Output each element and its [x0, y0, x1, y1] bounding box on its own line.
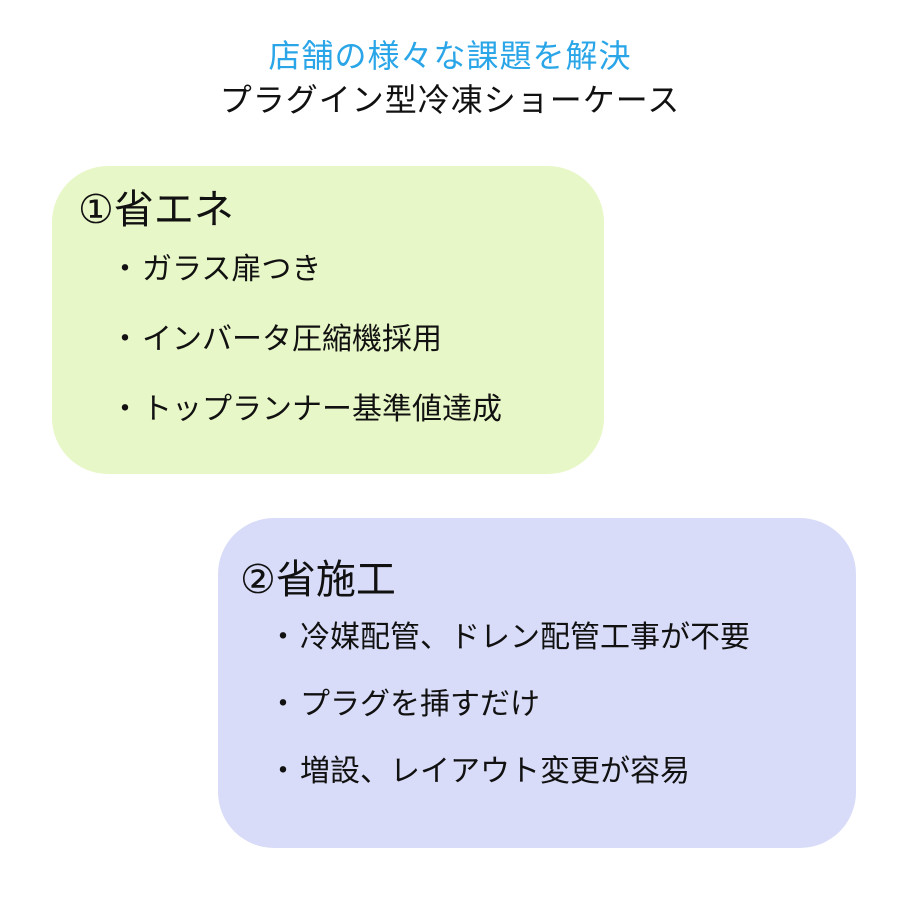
list-item-text: 冷媒配管、ドレン配管工事が不要 [300, 620, 750, 655]
bullet-list: ・ガラス扉つき ・インバータ圧縮機採用 ・トップランナー基準値達成 [110, 250, 502, 460]
bullet-list: ・冷媒配管、ドレン配管工事が不要 ・プラグを挿すだけ ・増設、レイアウト変更が容… [268, 618, 750, 819]
list-item: ・ガラス扉つき [110, 250, 502, 290]
list-item-text: 増設、レイアウト変更が容易 [300, 754, 690, 789]
bullet-marker: ・ [110, 392, 140, 427]
page-subtitle: プラグイン型冷凍ショーケース [219, 81, 681, 119]
installation-saving-card: ②省施工 ・冷媒配管、ドレン配管工事が不要 ・プラグを挿すだけ ・増設、レイアウ… [218, 518, 856, 848]
list-item-text: インバータ圧縮機採用 [142, 322, 442, 357]
list-item: ・冷媒配管、ドレン配管工事が不要 [268, 618, 750, 658]
list-item: ・増設、レイアウト変更が容易 [268, 752, 750, 792]
list-item: ・トップランナー基準値達成 [110, 390, 502, 430]
energy-saving-card: ①省エネ ・ガラス扉つき ・インバータ圧縮機採用 ・トップランナー基準値達成 [52, 166, 604, 474]
bullet-marker: ・ [110, 322, 140, 357]
list-item: ・インバータ圧縮機採用 [110, 320, 502, 360]
card-heading: ②省施工 [240, 557, 396, 603]
bullet-marker: ・ [268, 754, 298, 789]
list-item-text: プラグを挿すだけ [300, 687, 540, 722]
page-title: 店舗の様々な課題を解決 [268, 37, 632, 75]
bullet-marker: ・ [110, 252, 140, 287]
bullet-marker: ・ [268, 687, 298, 722]
card-heading: ①省エネ [78, 187, 234, 233]
list-item: ・プラグを挿すだけ [268, 685, 750, 725]
bullet-marker: ・ [268, 620, 298, 655]
title-block: 店舗の様々な課題を解決 プラグイン型冷凍ショーケース [0, 34, 900, 122]
list-item-text: ガラス扉つき [142, 252, 322, 287]
list-item-text: トップランナー基準値達成 [142, 392, 502, 427]
